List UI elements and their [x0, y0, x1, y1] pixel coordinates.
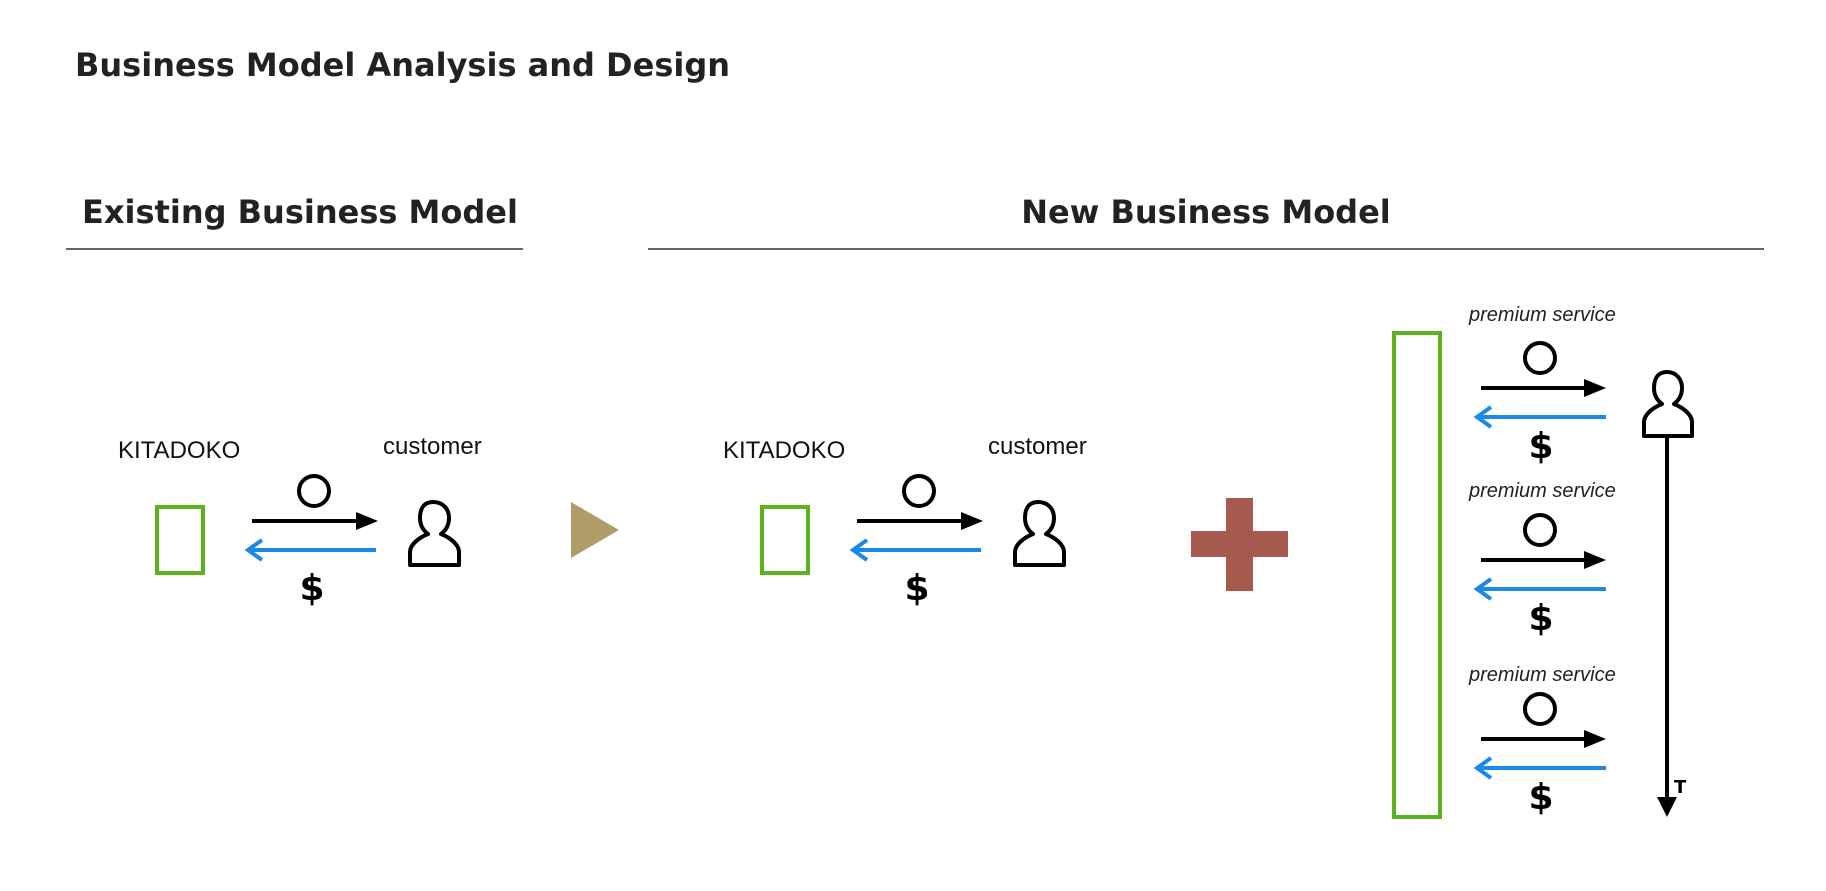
new-section-title: New Business Model — [1021, 193, 1391, 231]
premium-service-label: premium service — [1469, 664, 1616, 686]
premium-money-arrow — [1473, 756, 1606, 780]
circle-icon — [1523, 341, 1557, 375]
new-payment-symbol: $ — [904, 568, 929, 609]
premium-service-arrow — [1481, 551, 1606, 569]
circle-icon — [1523, 513, 1557, 547]
premium-payment-symbol: $ — [1528, 777, 1553, 818]
premium-money-arrow — [1473, 405, 1606, 429]
new-section-rule — [648, 248, 1764, 250]
circle-icon — [297, 474, 331, 508]
triangle-right-icon — [571, 502, 619, 558]
time-axis-label: T — [1674, 777, 1687, 798]
new-money-arrow — [849, 538, 981, 562]
new-customer-label: customer — [988, 433, 1087, 460]
circle-icon — [902, 474, 936, 508]
existing-money-arrow — [244, 538, 376, 562]
premium-service-label: premium service — [1469, 480, 1616, 502]
existing-section-title: Existing Business Model — [82, 193, 518, 231]
existing-customer-label: customer — [383, 433, 482, 460]
premium-payment-symbol: $ — [1528, 598, 1553, 639]
premium-service-arrow — [1481, 379, 1606, 397]
new-service-arrow — [857, 512, 983, 530]
existing-provider-label: KITADOKO — [118, 437, 241, 464]
plus-icon — [1191, 498, 1288, 591]
page-title: Business Model Analysis and Design — [75, 46, 731, 84]
existing-section-rule — [66, 248, 523, 250]
circle-icon — [1523, 692, 1557, 726]
person-icon — [408, 500, 461, 567]
existing-payment-symbol: $ — [299, 568, 324, 609]
premium-service-arrow — [1481, 730, 1606, 748]
premium-provider-box — [1392, 331, 1442, 819]
existing-service-arrow — [252, 512, 378, 530]
premium-payment-symbol: $ — [1528, 426, 1553, 467]
new-provider-box — [760, 505, 810, 575]
existing-provider-box — [155, 505, 205, 575]
new-provider-label: KITADOKO — [723, 437, 846, 464]
person-icon — [1642, 370, 1694, 438]
premium-service-label: premium service — [1469, 304, 1616, 326]
time-axis-arrow — [1657, 436, 1677, 817]
person-icon — [1013, 500, 1066, 567]
premium-money-arrow — [1473, 577, 1606, 601]
